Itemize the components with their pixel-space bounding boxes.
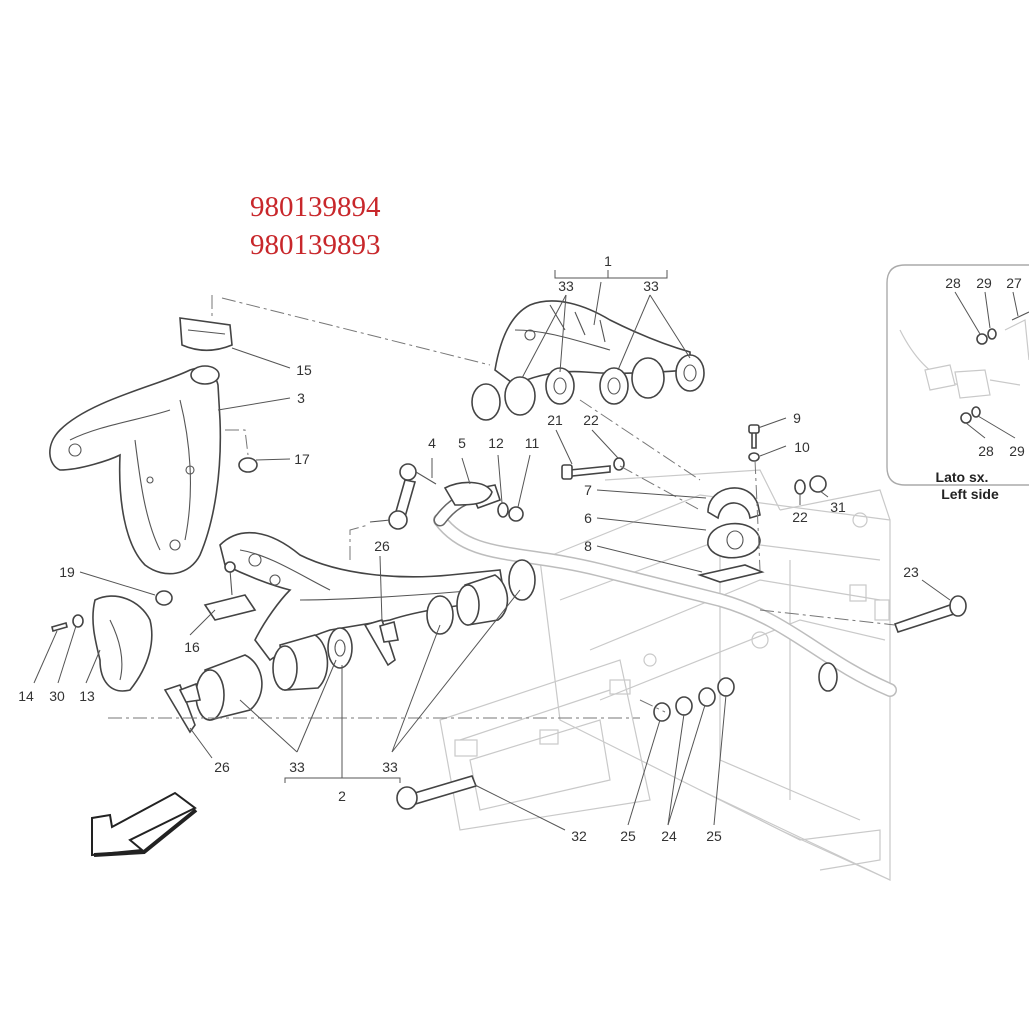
callout-25: 25 — [620, 828, 636, 844]
callout-15: 15 — [296, 362, 312, 378]
callout-1: 1 — [604, 253, 612, 269]
callout-31: 31 — [830, 499, 846, 515]
direction-arrow — [91, 791, 198, 857]
callout-30: 30 — [49, 688, 65, 704]
callout-4: 4 — [428, 435, 436, 451]
callout-12: 12 — [488, 435, 504, 451]
steering-knuckle — [49, 365, 222, 575]
callout-26: 26 — [374, 538, 390, 554]
callout-8: 8 — [584, 538, 592, 554]
lower-control-arm — [219, 531, 506, 662]
lower-bushings — [195, 559, 536, 722]
part-number-2: 980139893 — [250, 229, 381, 261]
callout-26: 26 — [214, 759, 230, 775]
callout-7: 7 — [584, 482, 592, 498]
inset-caption-it: Lato sx. — [936, 469, 989, 485]
bracket-15 — [179, 317, 233, 352]
callout-5: 5 — [458, 435, 466, 451]
leader-lines — [33, 270, 951, 831]
callout-33: 33 — [382, 759, 398, 775]
callout-29: 29 — [1009, 443, 1025, 459]
callout-14: 14 — [18, 688, 34, 704]
part-number-1: 980139894 — [250, 191, 381, 223]
inset-caption-en: Left side — [941, 486, 999, 502]
assembly-lines — [108, 295, 896, 719]
left-side-inset: Lato sx. Left side — [886, 264, 1029, 502]
callout-23: 23 — [903, 564, 919, 580]
small-hardware — [51, 424, 967, 810]
callout-16: 16 — [184, 639, 200, 655]
callout-17: 17 — [294, 451, 310, 467]
callout-9: 9 — [793, 410, 801, 426]
upper-bushings — [471, 354, 705, 421]
callout-33: 33 — [643, 278, 659, 294]
callout-22: 22 — [583, 412, 599, 428]
callout-27: 27 — [1006, 275, 1022, 291]
callout-22: 22 — [792, 509, 808, 525]
callout-33: 33 — [289, 759, 305, 775]
chassis-subframe — [439, 469, 891, 881]
callout-2: 2 — [338, 788, 346, 804]
callout-25: 25 — [706, 828, 722, 844]
callout-24: 24 — [661, 828, 677, 844]
callout-13: 13 — [79, 688, 95, 704]
callout-28: 28 — [945, 275, 961, 291]
callout-33: 33 — [558, 278, 574, 294]
callout-11: 11 — [525, 435, 540, 451]
callout-29: 29 — [976, 275, 992, 291]
callout-32: 32 — [571, 828, 587, 844]
callout-3: 3 — [297, 390, 305, 406]
callout-19: 19 — [59, 564, 75, 580]
callout-labels: 1 33 33 15 3 17 21 22 4 5 12 11 9 10 7 6… — [18, 253, 1025, 844]
callout-21: 21 — [547, 412, 563, 428]
callout-10: 10 — [794, 439, 810, 455]
callout-6: 6 — [584, 510, 592, 526]
callout-28: 28 — [978, 443, 994, 459]
